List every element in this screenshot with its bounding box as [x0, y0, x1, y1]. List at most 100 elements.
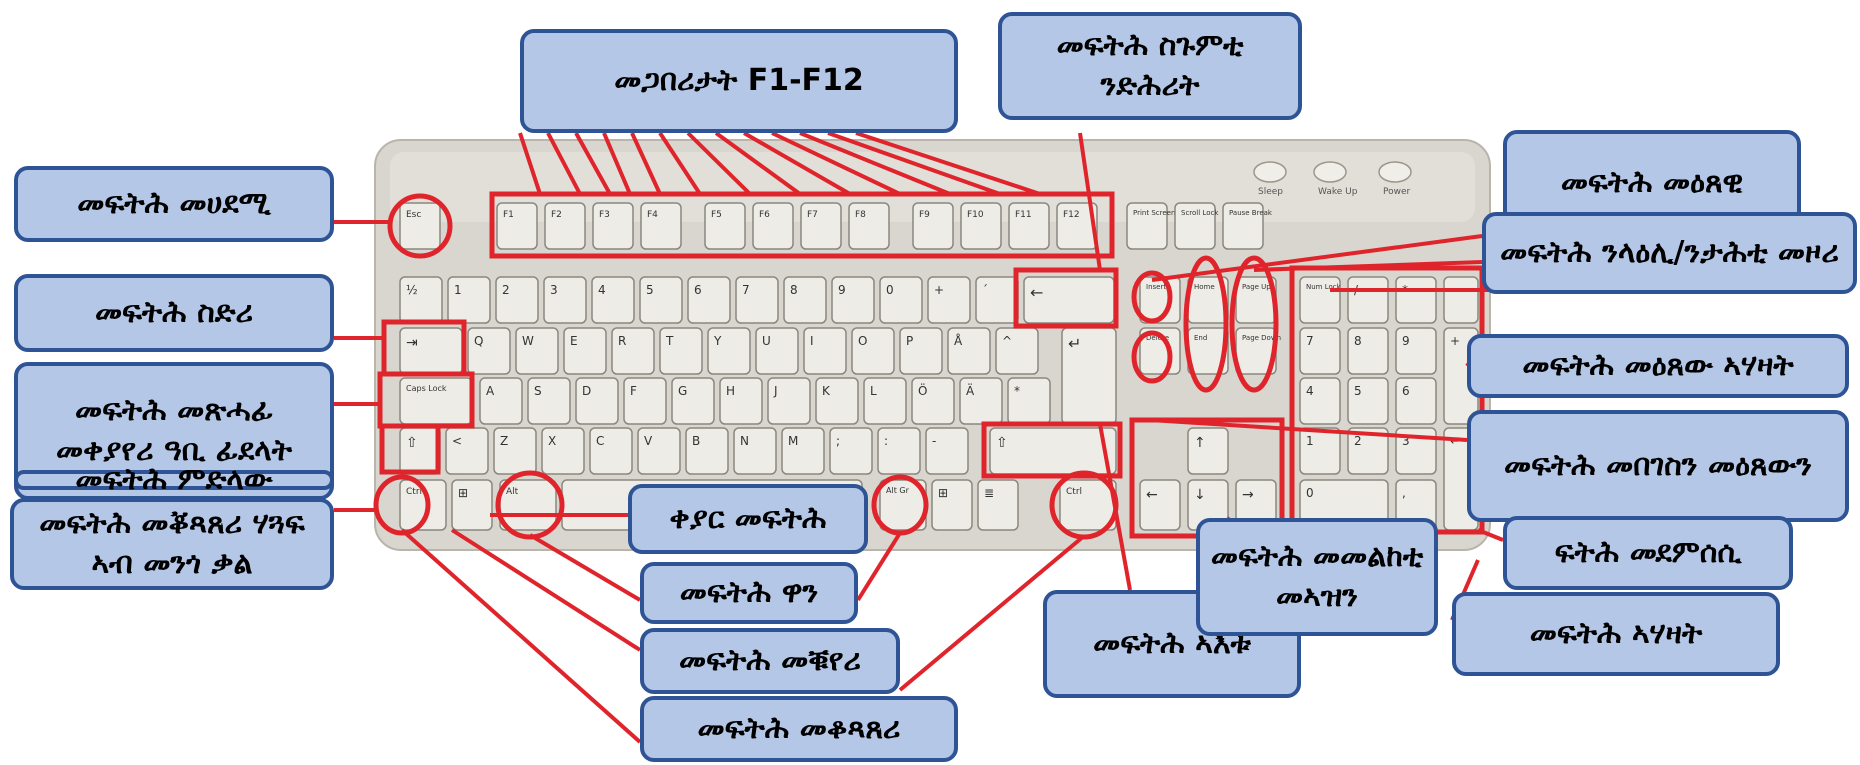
key-f2: [544, 202, 586, 250]
key-numpad-3: [1395, 427, 1437, 475]
key-home-3: [623, 377, 667, 425]
key-num-4: [591, 276, 635, 324]
key-numpad-7-text: 7: [1306, 334, 1314, 348]
key-home-7: [815, 377, 859, 425]
key-Q-text: Q: [474, 334, 483, 348]
key-numpad-2-text: 2: [1354, 434, 1362, 448]
label-backspace: መፍትሕ ስጉምቲ ንድሕሪት: [998, 12, 1302, 120]
highlight-insert: [1131, 270, 1173, 324]
key-home-6-text: J: [773, 384, 778, 398]
key-bottom-3-text: C: [596, 434, 604, 448]
leader-function-keys-3: [602, 132, 632, 195]
label-num-write: መፍትሕ መዕጸው ኣሃዛት: [1467, 334, 1849, 398]
key-home-8-text: L: [870, 384, 877, 398]
key-numpad-8-text: 8: [1354, 334, 1362, 348]
media-label-sleep: Sleep: [1258, 187, 1283, 197]
key-f5-text: F5: [711, 210, 722, 220]
key-f1-text: F1: [503, 210, 514, 220]
label-alt: መፍትሕ መቑየሪ: [640, 628, 900, 694]
key-bottom-9: [877, 427, 921, 475]
key-bottom-5-text: B: [692, 434, 700, 448]
leader-function-keys-2: [574, 132, 612, 195]
key-numpad-5: [1347, 377, 1389, 425]
key-numpad-9: [1395, 327, 1437, 375]
key-arrow-down-text: ↓: [1194, 487, 1206, 503]
key-bottom-7-text: M: [788, 434, 798, 448]
key-f4: [640, 202, 682, 250]
key-bottom-5: [685, 427, 729, 475]
leader-function-keys-1: [546, 132, 582, 195]
leader-updown-b: [1253, 260, 1483, 272]
key-Q: [467, 327, 511, 375]
highlight-page-keys: [1229, 255, 1279, 393]
key-f11: [1008, 202, 1050, 250]
key-num-12-text: ´: [982, 283, 988, 297]
key-I: [803, 327, 847, 375]
key-bottom-1-text: Z: [500, 434, 508, 448]
key-num-3-text: 3: [550, 283, 558, 297]
key-home-5: [719, 377, 763, 425]
key-bottom-8-text: ;: [836, 434, 840, 448]
leader-function-keys-4: [630, 132, 662, 195]
key-arrow-left-text: ←: [1146, 487, 1158, 503]
key-num-6: [687, 276, 731, 324]
key-f2-text: F2: [551, 210, 562, 220]
leader-function-keys-5: [658, 131, 702, 196]
key-caps-lock-text: Caps Lock: [406, 384, 447, 393]
key-num-lock-text: Num Lock: [1306, 283, 1342, 291]
key-scroll-lock: [1174, 202, 1216, 250]
highlight-esc: [387, 193, 453, 259]
leader-alt-a: [528, 533, 642, 602]
key-pause-break: [1222, 202, 1264, 250]
key-page-down-text: Page Down: [1242, 334, 1281, 342]
key-numpad-6-text: 6: [1402, 384, 1410, 398]
leader-num-sub: [1149, 418, 1468, 442]
leader-num-enter: [1477, 528, 1504, 542]
media-label-wake_up: Wake Up: [1318, 187, 1358, 197]
label-tab: መፍትሕ ስድሪ: [14, 274, 334, 352]
key-W-text: W: [522, 334, 534, 348]
highlight-delete: [1131, 330, 1173, 384]
key-arrow-left: [1139, 479, 1181, 531]
key-numpad-2: [1347, 427, 1389, 475]
key-numpad-6: [1395, 377, 1437, 425]
key-num-9-text: 9: [838, 283, 846, 297]
key-home-10: [959, 377, 1003, 425]
label-space: ቀያር መፍትሕ: [628, 484, 868, 554]
key-f12: [1056, 202, 1098, 250]
key-U: [755, 327, 799, 375]
key-num-plus-text: +: [1450, 334, 1460, 348]
key-alt-gr-text: Alt Gr: [886, 486, 910, 495]
key-alt-text: Alt: [506, 487, 519, 497]
key-arrow-right-text: →: [1242, 487, 1254, 503]
key-f10-text: F10: [967, 210, 984, 220]
key-f12-text: F12: [1063, 210, 1080, 220]
key-left-shift-text: ⇧: [406, 435, 418, 451]
key-bottom-10-text: -: [932, 434, 936, 448]
key-Y: [707, 327, 751, 375]
key-f9: [912, 202, 954, 250]
key-home-8: [863, 377, 907, 425]
label-updown: መፍትሕ ንላዕሊ/ንታሕቲ መዞሪ: [1482, 212, 1857, 294]
key-home-9-text: Ö: [918, 382, 927, 398]
key-pause-break-text: Pause Break: [1229, 209, 1273, 217]
key-R: [611, 327, 655, 375]
key-num-3: [543, 276, 587, 324]
key-print-screen-text: Print Screen: [1133, 209, 1175, 217]
label-arrows: መፍትሕ መመልከቲ መኣዝን: [1196, 518, 1438, 636]
key-home-1: [527, 377, 571, 425]
key-left-ctrl-text: Ctrl: [406, 487, 422, 497]
key-num-8: [783, 276, 827, 324]
key-numpad-1-text: 1: [1306, 434, 1314, 448]
key-arrow-up: [1187, 427, 1229, 475]
leader-function-keys-12: [855, 131, 1041, 196]
key-bottom-3: [589, 427, 633, 475]
key-bottom-6-text: N: [740, 434, 749, 448]
key-home-4-text: G: [678, 384, 687, 398]
leader-function-keys-10: [799, 131, 951, 196]
key-bottom-2-text: X: [548, 434, 556, 448]
leader-enter: [1098, 423, 1132, 591]
label-num-enter: ፍትሕ መደምሰሲ: [1503, 516, 1793, 590]
key-print-screen: [1126, 202, 1168, 250]
highlight-left-ctrl: [373, 474, 431, 536]
